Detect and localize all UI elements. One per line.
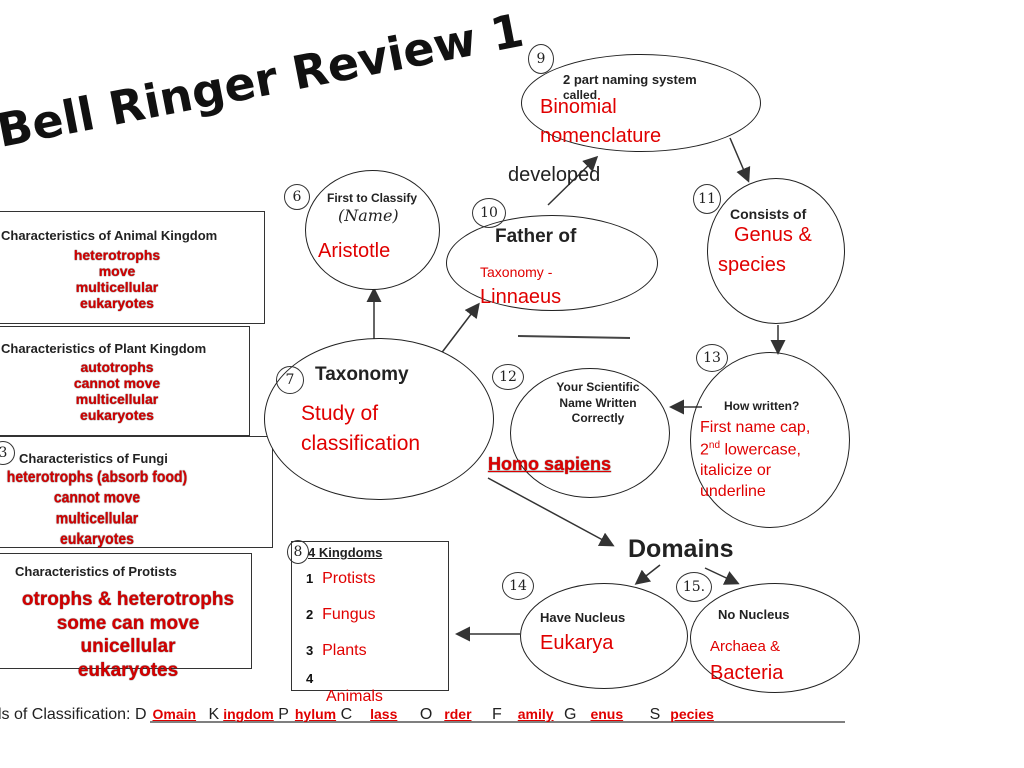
have-nucleus-label: Have Nucleus bbox=[540, 610, 626, 625]
taxonomy-circle bbox=[264, 338, 494, 500]
question-number-13: 13 bbox=[696, 344, 728, 372]
naming-system-label: 2 part naming system bbox=[563, 72, 697, 87]
level-phylum: hylum bbox=[294, 706, 337, 722]
protists-list: otrophs & heterotrophs some can move uni… bbox=[0, 588, 268, 682]
animal-kingdom-list: heterotrophs move multicellular eukaryot… bbox=[0, 247, 237, 311]
list-item: multicellular bbox=[75, 391, 159, 408]
list-item: eukaryotes bbox=[60, 528, 134, 548]
list-item: otrophs & heterotrophs bbox=[21, 589, 235, 610]
father-of-answer-line1: Taxonomy - bbox=[480, 264, 553, 280]
arrow-taxonomy-to-domains bbox=[487, 477, 615, 547]
list-item: eukaryotes bbox=[80, 407, 154, 424]
arrow-domains-to-nucleus bbox=[634, 564, 661, 585]
animal-kingdom-heading: Characteristics of Animal Kingdom bbox=[1, 228, 218, 243]
list-item: move bbox=[98, 263, 136, 280]
list-item: cannot move bbox=[53, 487, 141, 506]
plant-kingdom-box: Characteristics of Plant Kingdom autotro… bbox=[0, 326, 250, 436]
question-number-14: 14 bbox=[502, 572, 534, 600]
no-nucleus-answer-line2: Bacteria bbox=[710, 662, 784, 684]
list-item: eukaryotes bbox=[80, 295, 154, 312]
question-number-7: 7 bbox=[276, 366, 304, 394]
question-number-3: 3 bbox=[0, 441, 15, 465]
question-number-10: 10 bbox=[472, 198, 506, 228]
taxonomy-answer-line2: classification bbox=[301, 432, 421, 455]
first-to-classify-circle bbox=[305, 170, 440, 290]
level-order: rder bbox=[444, 706, 472, 722]
level-class: lass bbox=[370, 706, 398, 722]
first-to-classify-label: First to Classify bbox=[327, 191, 418, 205]
list-item: multicellular bbox=[55, 508, 139, 527]
have-nucleus-answer: Eukarya bbox=[540, 632, 614, 654]
father-of-answer-line2: Linnaeus bbox=[480, 286, 562, 308]
question-number-11: 11 bbox=[693, 184, 721, 214]
list-item: multicellular bbox=[75, 279, 159, 296]
first-to-classify-answer: Aristotle bbox=[318, 240, 391, 262]
protists-box: Characteristics of Protists bbox=[0, 553, 252, 669]
list-item: some can move bbox=[56, 612, 200, 634]
naming-system-circle bbox=[521, 54, 761, 152]
fungi-heading: Characteristics of Fungi bbox=[19, 451, 168, 466]
question-number-12: 12 bbox=[492, 364, 524, 390]
question-13-shape bbox=[690, 352, 850, 528]
how-written-answer: First name cap, 2nd lowercase, italicize… bbox=[700, 419, 811, 500]
question-number-6: 6 bbox=[284, 184, 310, 210]
domains-heading: Domains bbox=[628, 535, 734, 563]
level-species: pecies bbox=[670, 706, 714, 722]
scientific-name-label: Your Scientific Name Written Correctly bbox=[556, 380, 640, 426]
list-item: eukaryotes bbox=[77, 659, 179, 681]
arrow-domains-to-no-nucleus bbox=[704, 567, 740, 585]
arrow-taxonomy-to-father bbox=[439, 302, 480, 356]
dash-line bbox=[517, 335, 631, 339]
question-number-15: 15. bbox=[676, 572, 712, 602]
consists-of-answer-line1: Genus & bbox=[734, 224, 812, 246]
consists-of-circle bbox=[707, 178, 845, 324]
fungi-list: heterotrophs (absorb food) cannot move m… bbox=[0, 467, 197, 549]
naming-system-label-called: called bbox=[563, 88, 598, 102]
father-of-circle bbox=[446, 215, 658, 311]
list-item: heterotrophs bbox=[73, 247, 161, 263]
list-item: unicellular bbox=[80, 636, 176, 658]
plant-kingdom-list: autotrophs cannot move multicellular euk… bbox=[0, 359, 237, 423]
list-item: heterotrophs (absorb food) bbox=[6, 467, 188, 486]
four-kingdoms-label: 4 Kingdoms bbox=[308, 545, 383, 560]
question-number-8: 8 bbox=[287, 540, 309, 564]
no-nucleus-circle bbox=[690, 583, 860, 693]
arrow-father-to-binomial bbox=[547, 155, 599, 206]
consists-of-label: Consists of bbox=[730, 206, 807, 222]
list-item: 2 Fungus bbox=[306, 606, 376, 623]
list-item: cannot move bbox=[73, 375, 161, 392]
level-family: amily bbox=[517, 706, 554, 722]
taxonomy-answer-line1: Study of bbox=[301, 402, 379, 425]
taxonomy-label: Taxonomy bbox=[315, 364, 409, 385]
father-of-label: Father of bbox=[495, 226, 577, 247]
level-kingdom: ingdom bbox=[223, 706, 274, 722]
list-item: 3 Plants bbox=[306, 642, 367, 659]
have-nucleus-circle bbox=[520, 583, 688, 689]
levels-prefix: ls of Classification: D bbox=[0, 706, 147, 723]
scientific-name-circle bbox=[510, 368, 670, 498]
consists-of-answer-line2: species bbox=[718, 254, 786, 276]
plant-kingdom-heading: Characteristics of Plant Kingdom bbox=[1, 341, 207, 356]
arrow-binomial-to-consists bbox=[729, 137, 751, 183]
list-item: 1 Protists bbox=[306, 570, 376, 587]
developed-label: developed bbox=[508, 164, 601, 186]
protists-heading: Characteristics of Protists bbox=[15, 564, 177, 579]
no-nucleus-answer-line1: Archaea & bbox=[710, 638, 781, 655]
scientific-name-answer: Homo sapiens bbox=[488, 454, 612, 474]
four-kingdoms-box bbox=[291, 541, 449, 691]
naming-system-answer-line2: nomenclature bbox=[540, 125, 662, 147]
level-genus: enus bbox=[590, 706, 624, 722]
how-written-label: How written? bbox=[724, 399, 800, 413]
naming-system-answer-line1: Binomial bbox=[540, 96, 617, 118]
fungi-box: 3 Characteristics of Fungi heterotrophs … bbox=[0, 436, 273, 548]
question-number-9: 9 bbox=[528, 44, 554, 74]
no-nucleus-label: No Nucleus bbox=[718, 607, 790, 622]
list-item: autotrophs bbox=[80, 359, 154, 375]
name-handwritten: (Name) bbox=[338, 206, 399, 225]
level-domain: Omain bbox=[152, 706, 197, 722]
animal-kingdom-box: Characteristics of Animal Kingdom hetero… bbox=[0, 211, 265, 324]
